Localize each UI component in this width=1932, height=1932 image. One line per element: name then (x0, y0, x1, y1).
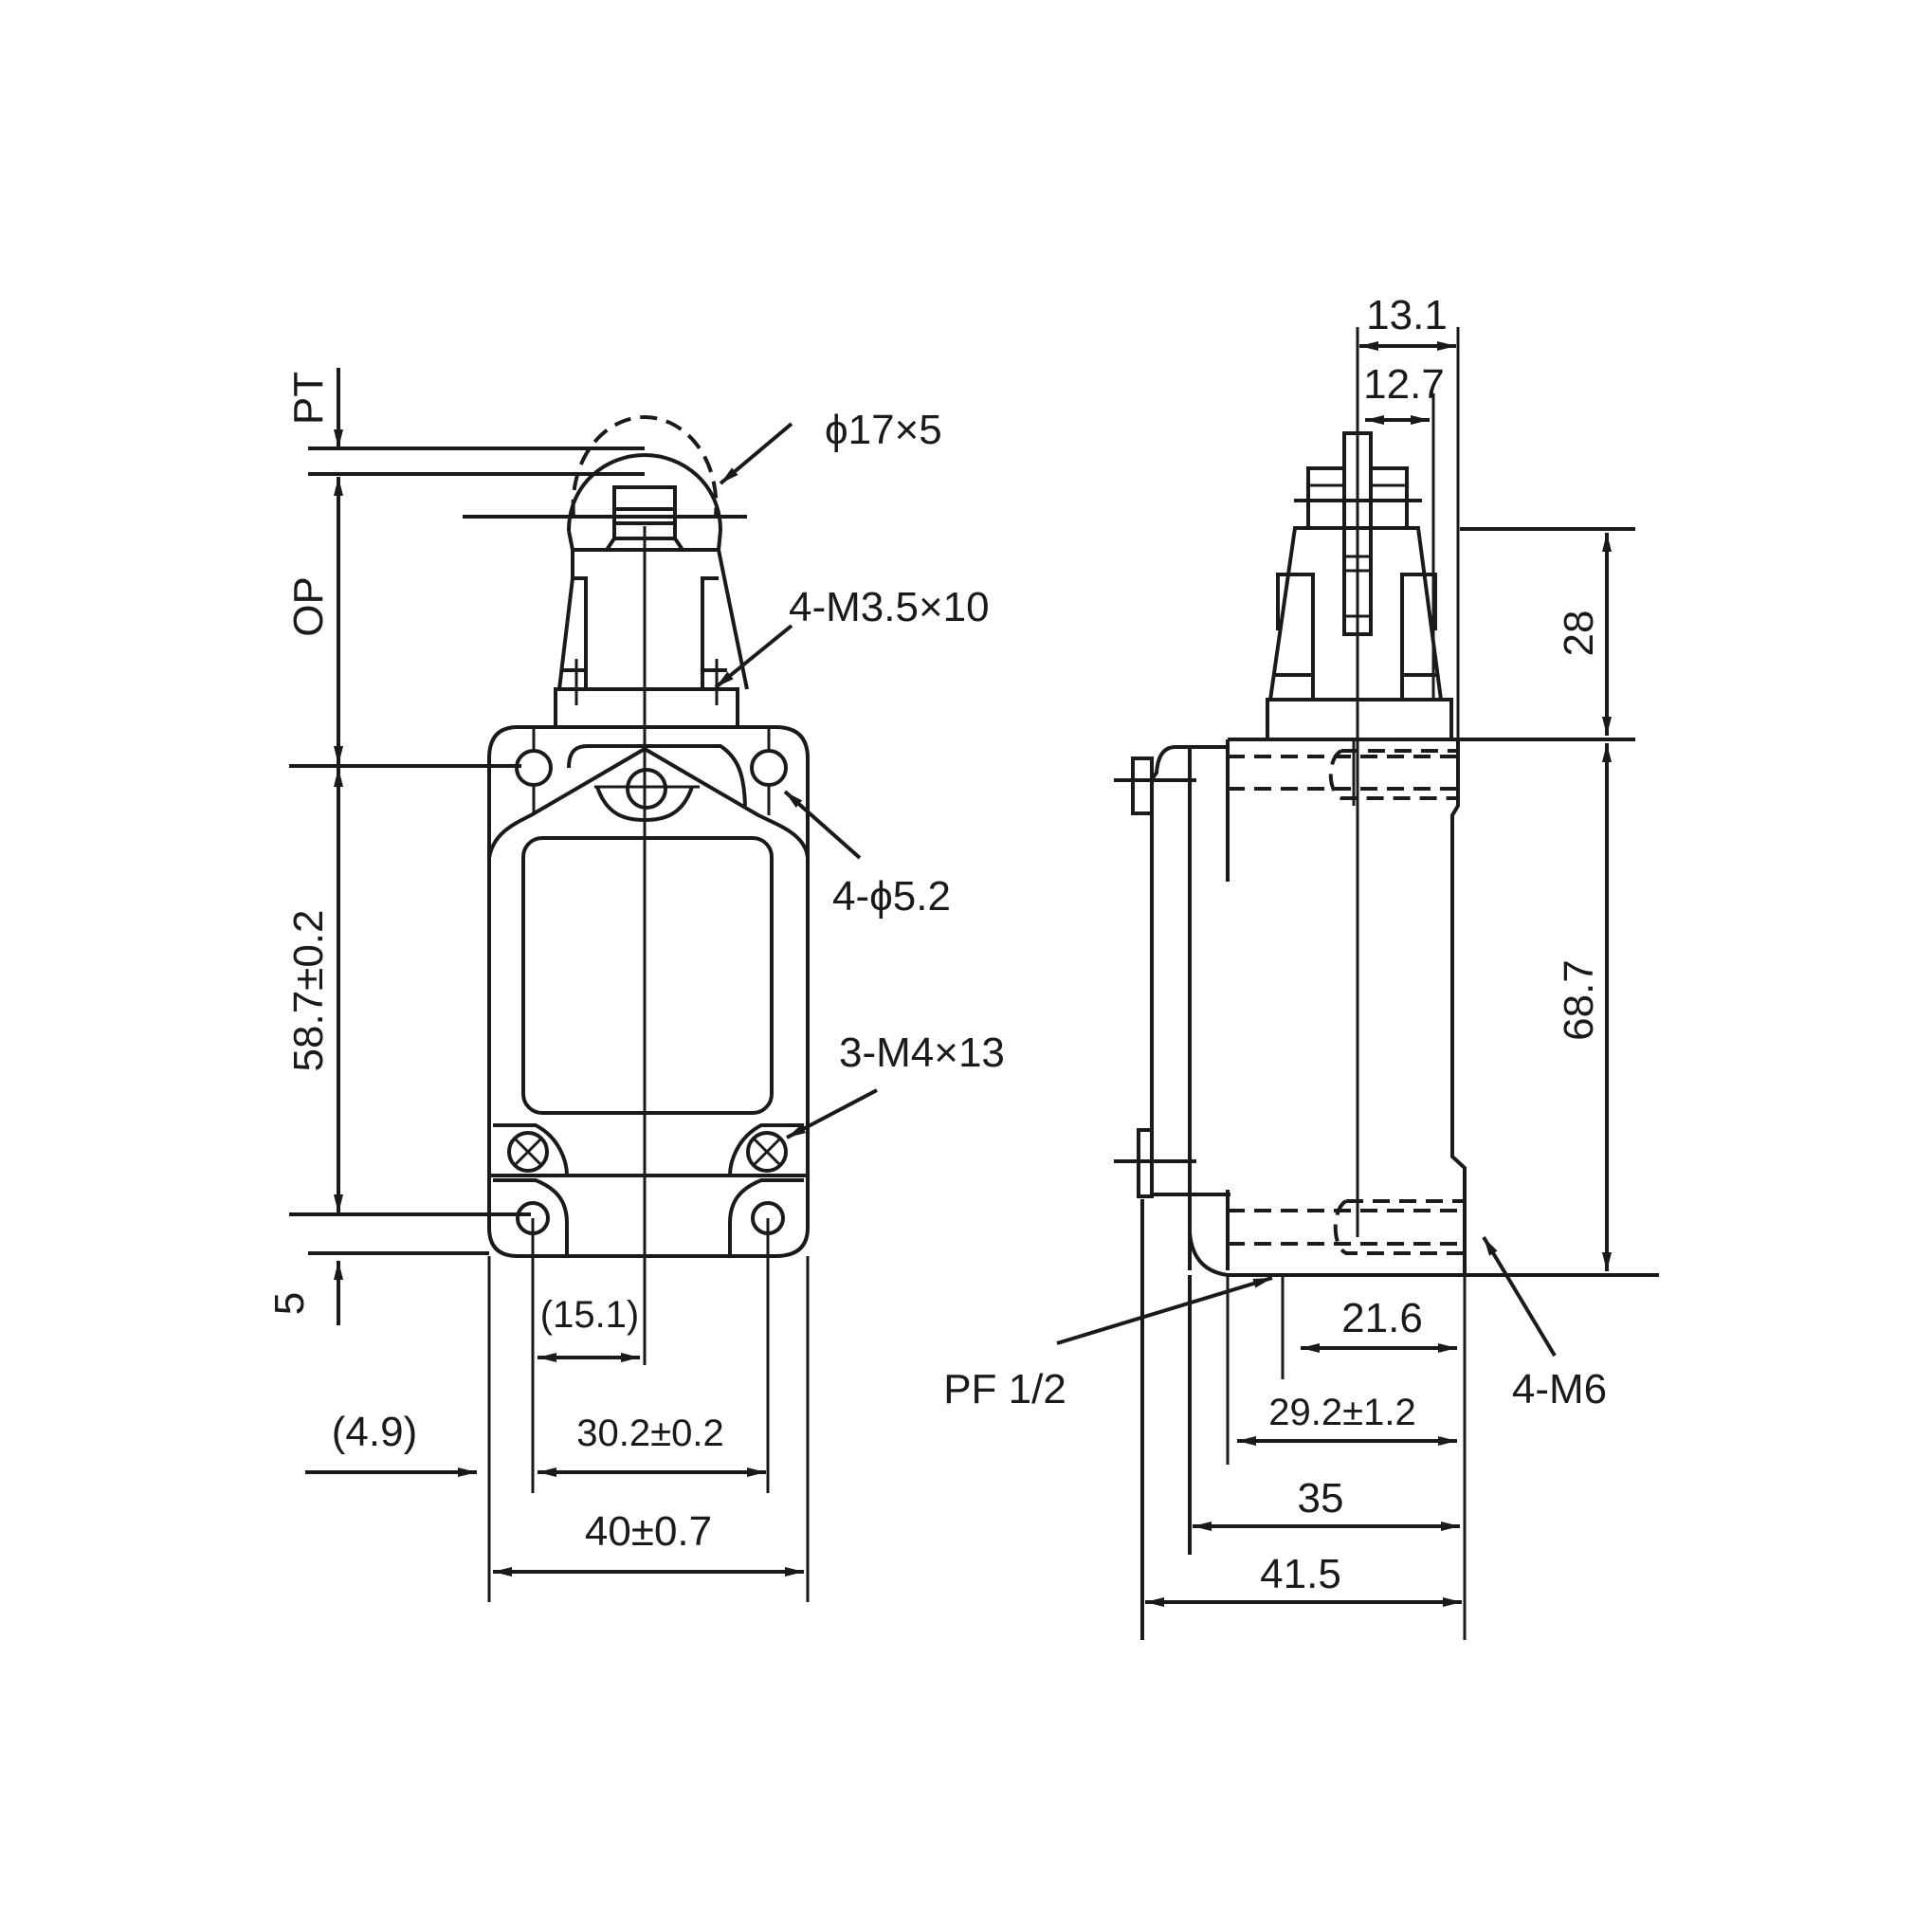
pt-label: PT (285, 372, 332, 425)
width-label: 40±0.7 (585, 1508, 712, 1555)
dim-21-6-label: 21.6 (1341, 1295, 1423, 1341)
mount-threads-leader (1482, 1235, 1557, 1358)
side-head (1266, 327, 1460, 1237)
roller-leader (719, 422, 793, 485)
op-label: OP (285, 576, 332, 637)
terminal-screw-right (746, 1131, 788, 1173)
dim-41-5-label: 41.5 (1260, 1551, 1341, 1597)
top-outer-label: 13.1 (1366, 292, 1448, 338)
dim-29-2-label: 29.2±1.2 (1268, 1392, 1415, 1433)
terminal-screw-left (507, 1131, 549, 1173)
hole-spacing-label: 30.2±0.2 (576, 1413, 723, 1454)
plunger-body (554, 549, 749, 729)
side-body (1114, 738, 1467, 1640)
side-offset-label: (4.9) (332, 1409, 417, 1455)
head-height-label: 28 (1556, 611, 1602, 657)
center-offset-label: (15.1) (540, 1294, 640, 1336)
conduit-leader (1056, 1276, 1273, 1345)
side-dimensions (1145, 341, 1659, 1640)
height-58-7-label: 58.7±0.2 (285, 910, 332, 1072)
dim-35-label: 35 (1298, 1475, 1344, 1522)
mount-threads-label: 4-M6 (1512, 1366, 1607, 1413)
roller-head (463, 414, 747, 552)
conduit-label: PF 1/2 (943, 1366, 1066, 1413)
housing (487, 725, 810, 1258)
side-view: 13.1 12.7 28 68.7 PF 1/2 4-M6 21.6 29.2±… (943, 292, 1659, 1640)
terminal-screws-label: 3-M4×13 (839, 1030, 1005, 1076)
screws-top-leader (714, 624, 793, 689)
mount-holes-label: 4-ϕ5.2 (832, 873, 951, 920)
screws-top-label: 4-M3.5×10 (789, 584, 990, 630)
horizontal-dimensions (305, 1218, 810, 1602)
bottom-offset-label: 5 (266, 1292, 313, 1315)
mount-holes-leader (783, 790, 862, 860)
body-height-label: 68.7 (1556, 959, 1602, 1041)
terminal-screws-leader (786, 1088, 878, 1139)
roller-label: ϕ17×5 (825, 407, 942, 453)
top-inner-label: 12.7 (1363, 361, 1445, 408)
vertical-dimensions (289, 368, 645, 1325)
front-view: PT OP 58.7±0.2 5 ϕ17×5 4-M3.5×10 4-ϕ5.2 … (266, 368, 1005, 1602)
